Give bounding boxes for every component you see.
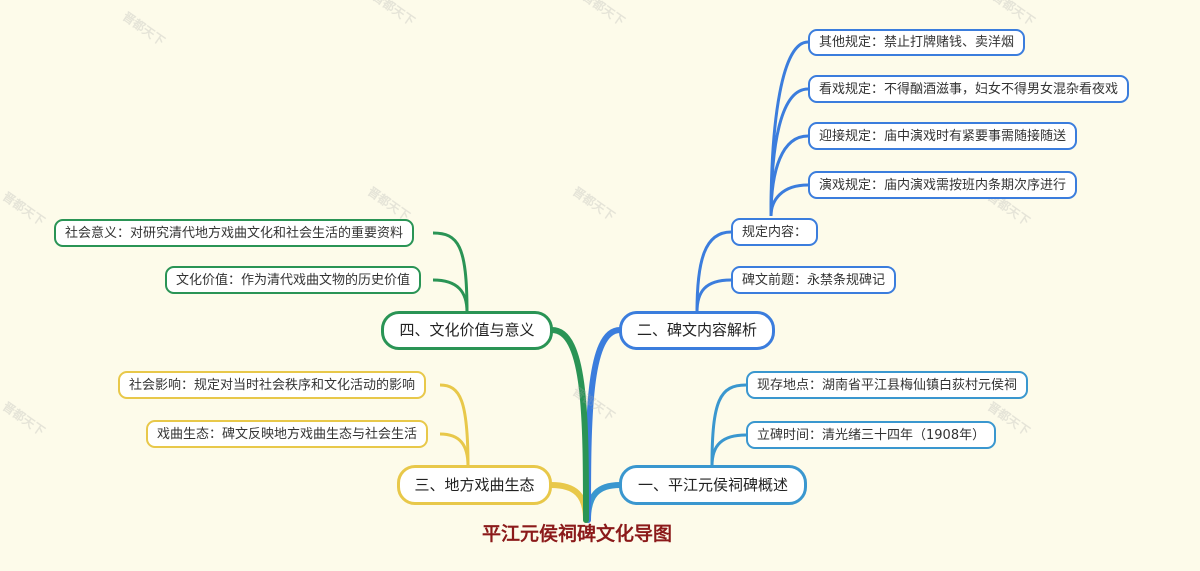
sub-node-other-rules[interactable]: 其他规定：禁止打牌赌钱、卖洋烟 xyxy=(808,29,1026,56)
sub-node-watching-rules[interactable]: 看戏规定：不得酗酒滋事，妇女不得男女混杂看夜戏 xyxy=(808,75,1130,103)
link-root-b2 xyxy=(585,327,623,523)
node-social-impact[interactable]: 社会影响：规定对当时社会秩序和文化活动的影响 xyxy=(118,371,427,399)
sub-node-performance-rules[interactable]: 演戏规定：庙内演戏需按班内条期次序进行 xyxy=(808,171,1078,199)
link-b3-i1 xyxy=(439,383,470,467)
link-root-b3 xyxy=(548,482,589,523)
branch-overview[interactable]: 一、平江元侯祠碑概述 xyxy=(619,465,807,505)
branch-inscription-analysis[interactable]: 二、碑文内容解析 xyxy=(619,311,775,350)
link-b1-i2 xyxy=(710,433,747,467)
node-cultural-value[interactable]: 文化价值：作为清代戏曲文物的历史价值 xyxy=(165,266,422,294)
link-s4 xyxy=(769,183,809,217)
link-root-b4 xyxy=(549,327,589,523)
link-b2-i2 xyxy=(695,278,732,313)
link-b2-i1 xyxy=(695,230,732,313)
link-b3-i2 xyxy=(439,432,470,467)
node-inscription-title[interactable]: 碑文前题：永禁条规碑记 xyxy=(731,266,897,294)
branch-cultural-value[interactable]: 四、文化价值与意义 xyxy=(381,311,553,350)
node-social-significance[interactable]: 社会意义：对研究清代地方戏曲文化和社会生活的重要资料 xyxy=(54,219,415,247)
link-b4-i2 xyxy=(432,278,469,313)
node-opera-ecology[interactable]: 戏曲生态：碑文反映地方戏曲生态与社会生活 xyxy=(146,420,429,448)
link-s3 xyxy=(769,134,809,217)
link-root-b1 xyxy=(585,482,623,523)
node-erection-date[interactable]: 立碑时间：清光绪三十四年（1908年） xyxy=(746,421,997,449)
root-title: 平江元侯祠碑文化导图 xyxy=(482,523,673,545)
link-b4-i1 xyxy=(432,231,469,313)
sub-node-reception-rules[interactable]: 迎接规定：庙中演戏时有紧要事需随接随送 xyxy=(808,122,1078,150)
node-rules-content[interactable]: 规定内容： xyxy=(731,218,819,246)
link-b1-i1 xyxy=(710,383,747,467)
node-current-location[interactable]: 现存地点：湖南省平江县梅仙镇白荻村元侯祠 xyxy=(746,371,1029,399)
branch-local-opera-ecology[interactable]: 三、地方戏曲生态 xyxy=(397,465,552,505)
link-s1 xyxy=(769,40,809,217)
